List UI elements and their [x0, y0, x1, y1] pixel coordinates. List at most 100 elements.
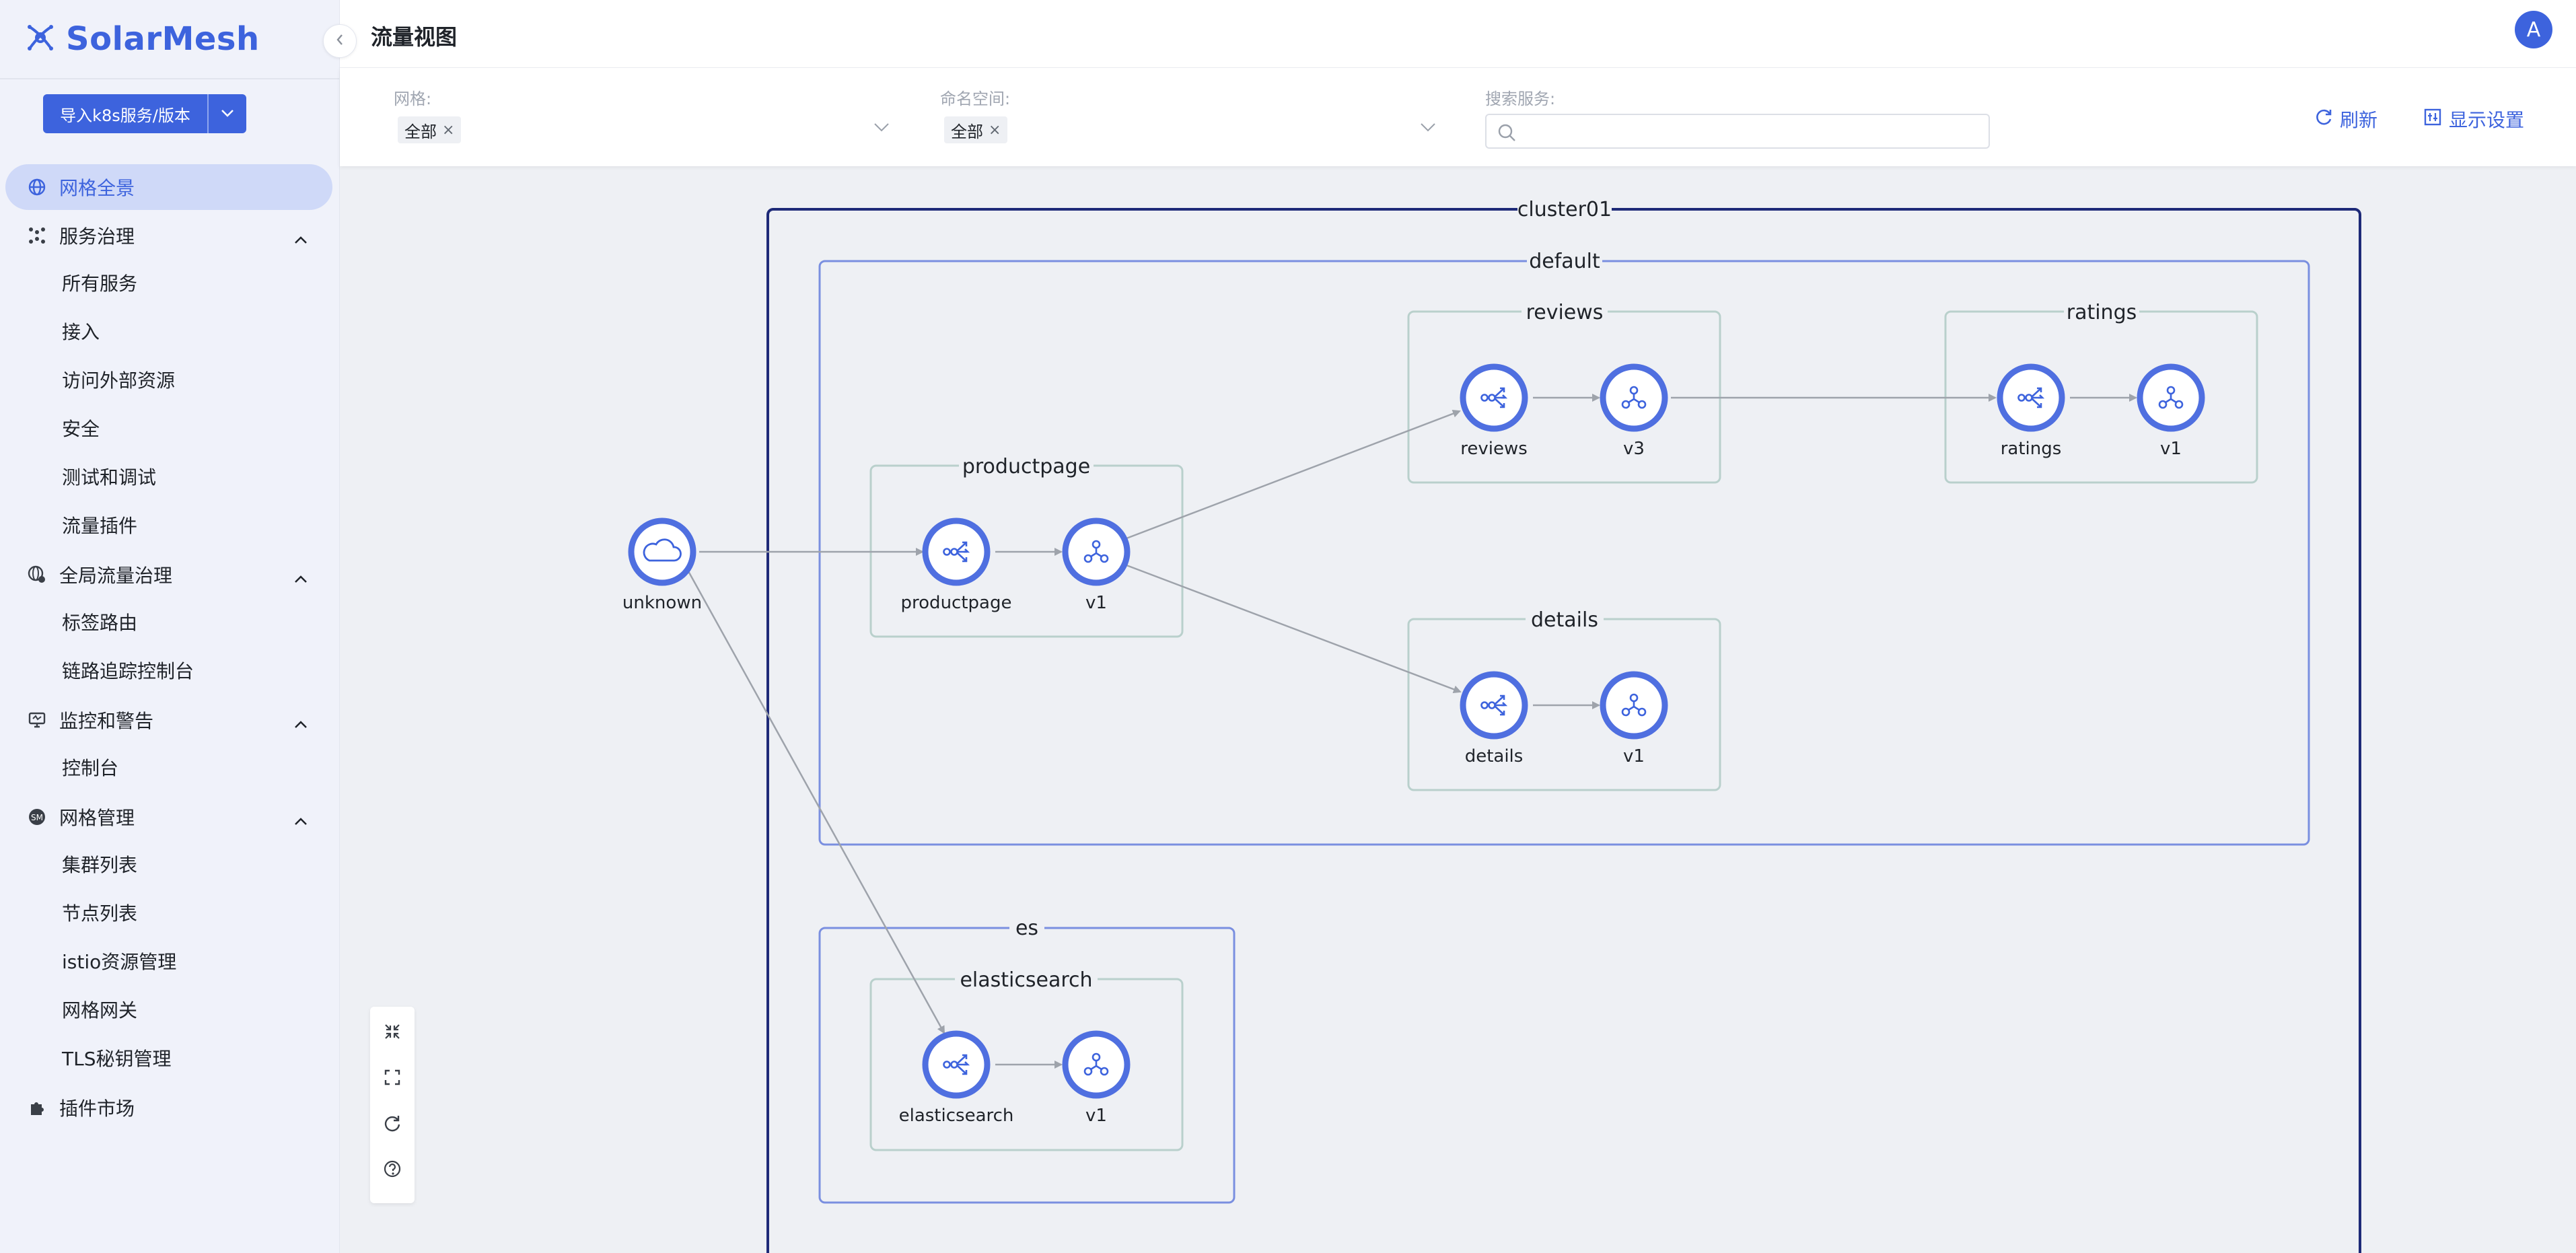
- sidebar-item-plugin-market[interactable]: 插件市场: [5, 1085, 332, 1131]
- edge-productpage-reviews[interactable]: [1126, 409, 1461, 540]
- sidebar-subitem-tls-secrets[interactable]: TLS秘钥管理: [62, 1048, 172, 1070]
- sidebar-item-service-governance[interactable]: 服务治理: [5, 213, 332, 258]
- sidebar-subitem-console[interactable]: 控制台: [62, 757, 119, 779]
- node-productpage-service[interactable]: productpage: [901, 517, 1012, 613]
- sidebar-subitem-label-routing[interactable]: 标签路由: [62, 612, 138, 634]
- tag-close-icon[interactable]: ×: [989, 121, 1001, 139]
- namespace-es-label: es: [1015, 917, 1038, 940]
- help-icon: [383, 1159, 402, 1181]
- sidebar-subitem-security[interactable]: 安全: [62, 418, 100, 440]
- user-avatar[interactable]: A: [2515, 11, 2552, 48]
- puzzle-icon: [26, 1096, 48, 1119]
- node-label: reviews: [1460, 439, 1528, 459]
- brand-logo[interactable]: SolarMesh: [26, 15, 260, 63]
- collapse-sidebar-button[interactable]: [323, 24, 357, 58]
- tag-label: 全部: [951, 122, 983, 141]
- sidebar-item-mesh-overview[interactable]: 网格全景: [5, 164, 332, 210]
- search-service-field[interactable]: [1485, 114, 1990, 149]
- sidebar-item-mesh-management[interactable]: SM 网格管理: [5, 794, 332, 840]
- sidebar-item-monitoring[interactable]: 监控和警告: [5, 697, 332, 743]
- sidebar-subitem-tracing-console[interactable]: 链路追踪控制台: [62, 660, 194, 682]
- node-reviews-v3[interactable]: v3: [1600, 363, 1668, 459]
- sidebar-subitem-node-list[interactable]: 节点列表: [62, 902, 138, 925]
- grid-dots-icon: [26, 224, 48, 247]
- mesh-filter-dropdown[interactable]: [873, 122, 890, 135]
- namespace-filter-label: 命名空间:: [940, 90, 1011, 108]
- traffic-graph-svg: cluster01 default es productpage reviews…: [622, 196, 2361, 1253]
- chevron-up-icon[interactable]: [293, 567, 308, 589]
- import-dropdown-button[interactable]: [207, 94, 246, 133]
- sidebar-item-label: 服务治理: [59, 225, 135, 248]
- help-button[interactable]: [370, 1148, 415, 1192]
- sidebar-item-global-traffic[interactable]: 全局流量治理: [5, 552, 332, 598]
- refresh-button[interactable]: 刷新: [2314, 106, 2377, 133]
- sidebar-subitem-external-resources[interactable]: 访问外部资源: [62, 369, 176, 392]
- mesh-filter-tag[interactable]: 全部 ×: [398, 116, 462, 143]
- settings-panel-icon: [2423, 108, 2442, 131]
- node-elasticsearch-v1[interactable]: v1: [1062, 1030, 1131, 1126]
- edge-unknown-elasticsearch[interactable]: [687, 571, 945, 1034]
- node-label: details: [1465, 746, 1524, 766]
- sidebar-subitem-test-debug[interactable]: 测试和调试: [62, 466, 157, 489]
- namespace-default-box: [818, 260, 2310, 846]
- shrink-arrows-icon: [383, 1022, 402, 1044]
- traffic-graph-canvas[interactable]: cluster01 default es productpage reviews…: [340, 166, 2576, 1253]
- sidebar-subitem-istio-resources[interactable]: istio资源管理: [62, 951, 177, 973]
- tag-close-icon[interactable]: ×: [442, 121, 455, 139]
- import-k8s-button[interactable]: 导入k8s服务/版本: [60, 106, 190, 125]
- node-elasticsearch-service[interactable]: elasticsearch: [899, 1030, 1014, 1126]
- search-service-input[interactable]: [1524, 119, 1984, 145]
- sidebar-subitem-cluster-list[interactable]: 集群列表: [62, 854, 138, 876]
- sidebar-item-label: 插件市场: [59, 1098, 135, 1120]
- sidebar-item-label: 监控和警告: [59, 710, 154, 732]
- chevron-up-icon[interactable]: [293, 227, 308, 250]
- node-details-v1[interactable]: v1: [1600, 671, 1668, 766]
- node-label: v1: [1085, 593, 1107, 613]
- sidebar-subitem-mesh-gateway[interactable]: 网格网关: [62, 999, 138, 1022]
- fit-view-button[interactable]: [370, 1011, 415, 1055]
- fullscreen-button[interactable]: [370, 1057, 415, 1101]
- node-reviews-service[interactable]: reviews: [1460, 363, 1528, 459]
- namespace-default-label: default: [1529, 250, 1600, 273]
- display-settings-button[interactable]: 显示设置: [2423, 106, 2524, 133]
- reset-layout-button[interactable]: [370, 1102, 415, 1147]
- node-ratings-service[interactable]: ratings: [1997, 363, 2065, 459]
- node-unknown[interactable]: unknown: [622, 517, 702, 613]
- tag-label: 全部: [404, 122, 437, 141]
- import-k8s-button-group: 导入k8s服务/版本: [43, 94, 246, 133]
- node-label: v3: [1623, 439, 1645, 459]
- chevron-up-icon[interactable]: [293, 809, 308, 831]
- node-label: unknown: [622, 593, 702, 613]
- node-label: ratings: [2001, 439, 2062, 459]
- edge-productpage-details[interactable]: [1126, 564, 1462, 694]
- svg-text:SM: SM: [31, 813, 43, 822]
- refresh-label: 刷新: [2340, 109, 2378, 131]
- sidebar-subitem-all-services[interactable]: 所有服务: [62, 273, 138, 295]
- node-details-service[interactable]: details: [1460, 671, 1528, 766]
- node-label: v1: [2160, 439, 2182, 459]
- search-icon: [1497, 123, 1516, 145]
- node-label: v1: [1623, 746, 1645, 766]
- sidebar-subitem-access[interactable]: 接入: [62, 321, 100, 343]
- node-ratings-v1[interactable]: v1: [2137, 363, 2205, 459]
- sidebar-divider: [0, 78, 340, 79]
- app-productpage-label: productpage: [962, 455, 1090, 478]
- globe-gear-icon: [26, 563, 48, 586]
- traffic-edges: [687, 394, 2137, 1069]
- node-productpage-v1[interactable]: v1: [1062, 517, 1131, 613]
- namespace-filter-tag[interactable]: 全部 ×: [944, 116, 1008, 143]
- mesh-filter-label: 网格:: [394, 90, 432, 108]
- namespace-filter-dropdown[interactable]: [1419, 122, 1437, 135]
- cluster-group-label: cluster01: [1517, 198, 1612, 221]
- sidebar-item-label: 网格管理: [59, 807, 135, 829]
- top-header: 流量视图 A: [340, 0, 2576, 68]
- sidebar-subitem-traffic-plugins[interactable]: 流量插件: [62, 515, 138, 537]
- page-title: 流量视图: [371, 24, 458, 50]
- sidebar-item-label: 全局流量治理: [59, 565, 173, 587]
- monitor-alert-icon: [26, 709, 48, 731]
- rotate-icon: [383, 1114, 402, 1135]
- sidebar: SolarMesh 导入k8s服务/版本 网格全景 服务治理 所有服务 接入 访…: [0, 0, 340, 1253]
- chevron-up-icon[interactable]: [293, 712, 308, 734]
- mesh-badge-icon: SM: [26, 806, 48, 828]
- cluster-group-box: [766, 208, 2361, 1253]
